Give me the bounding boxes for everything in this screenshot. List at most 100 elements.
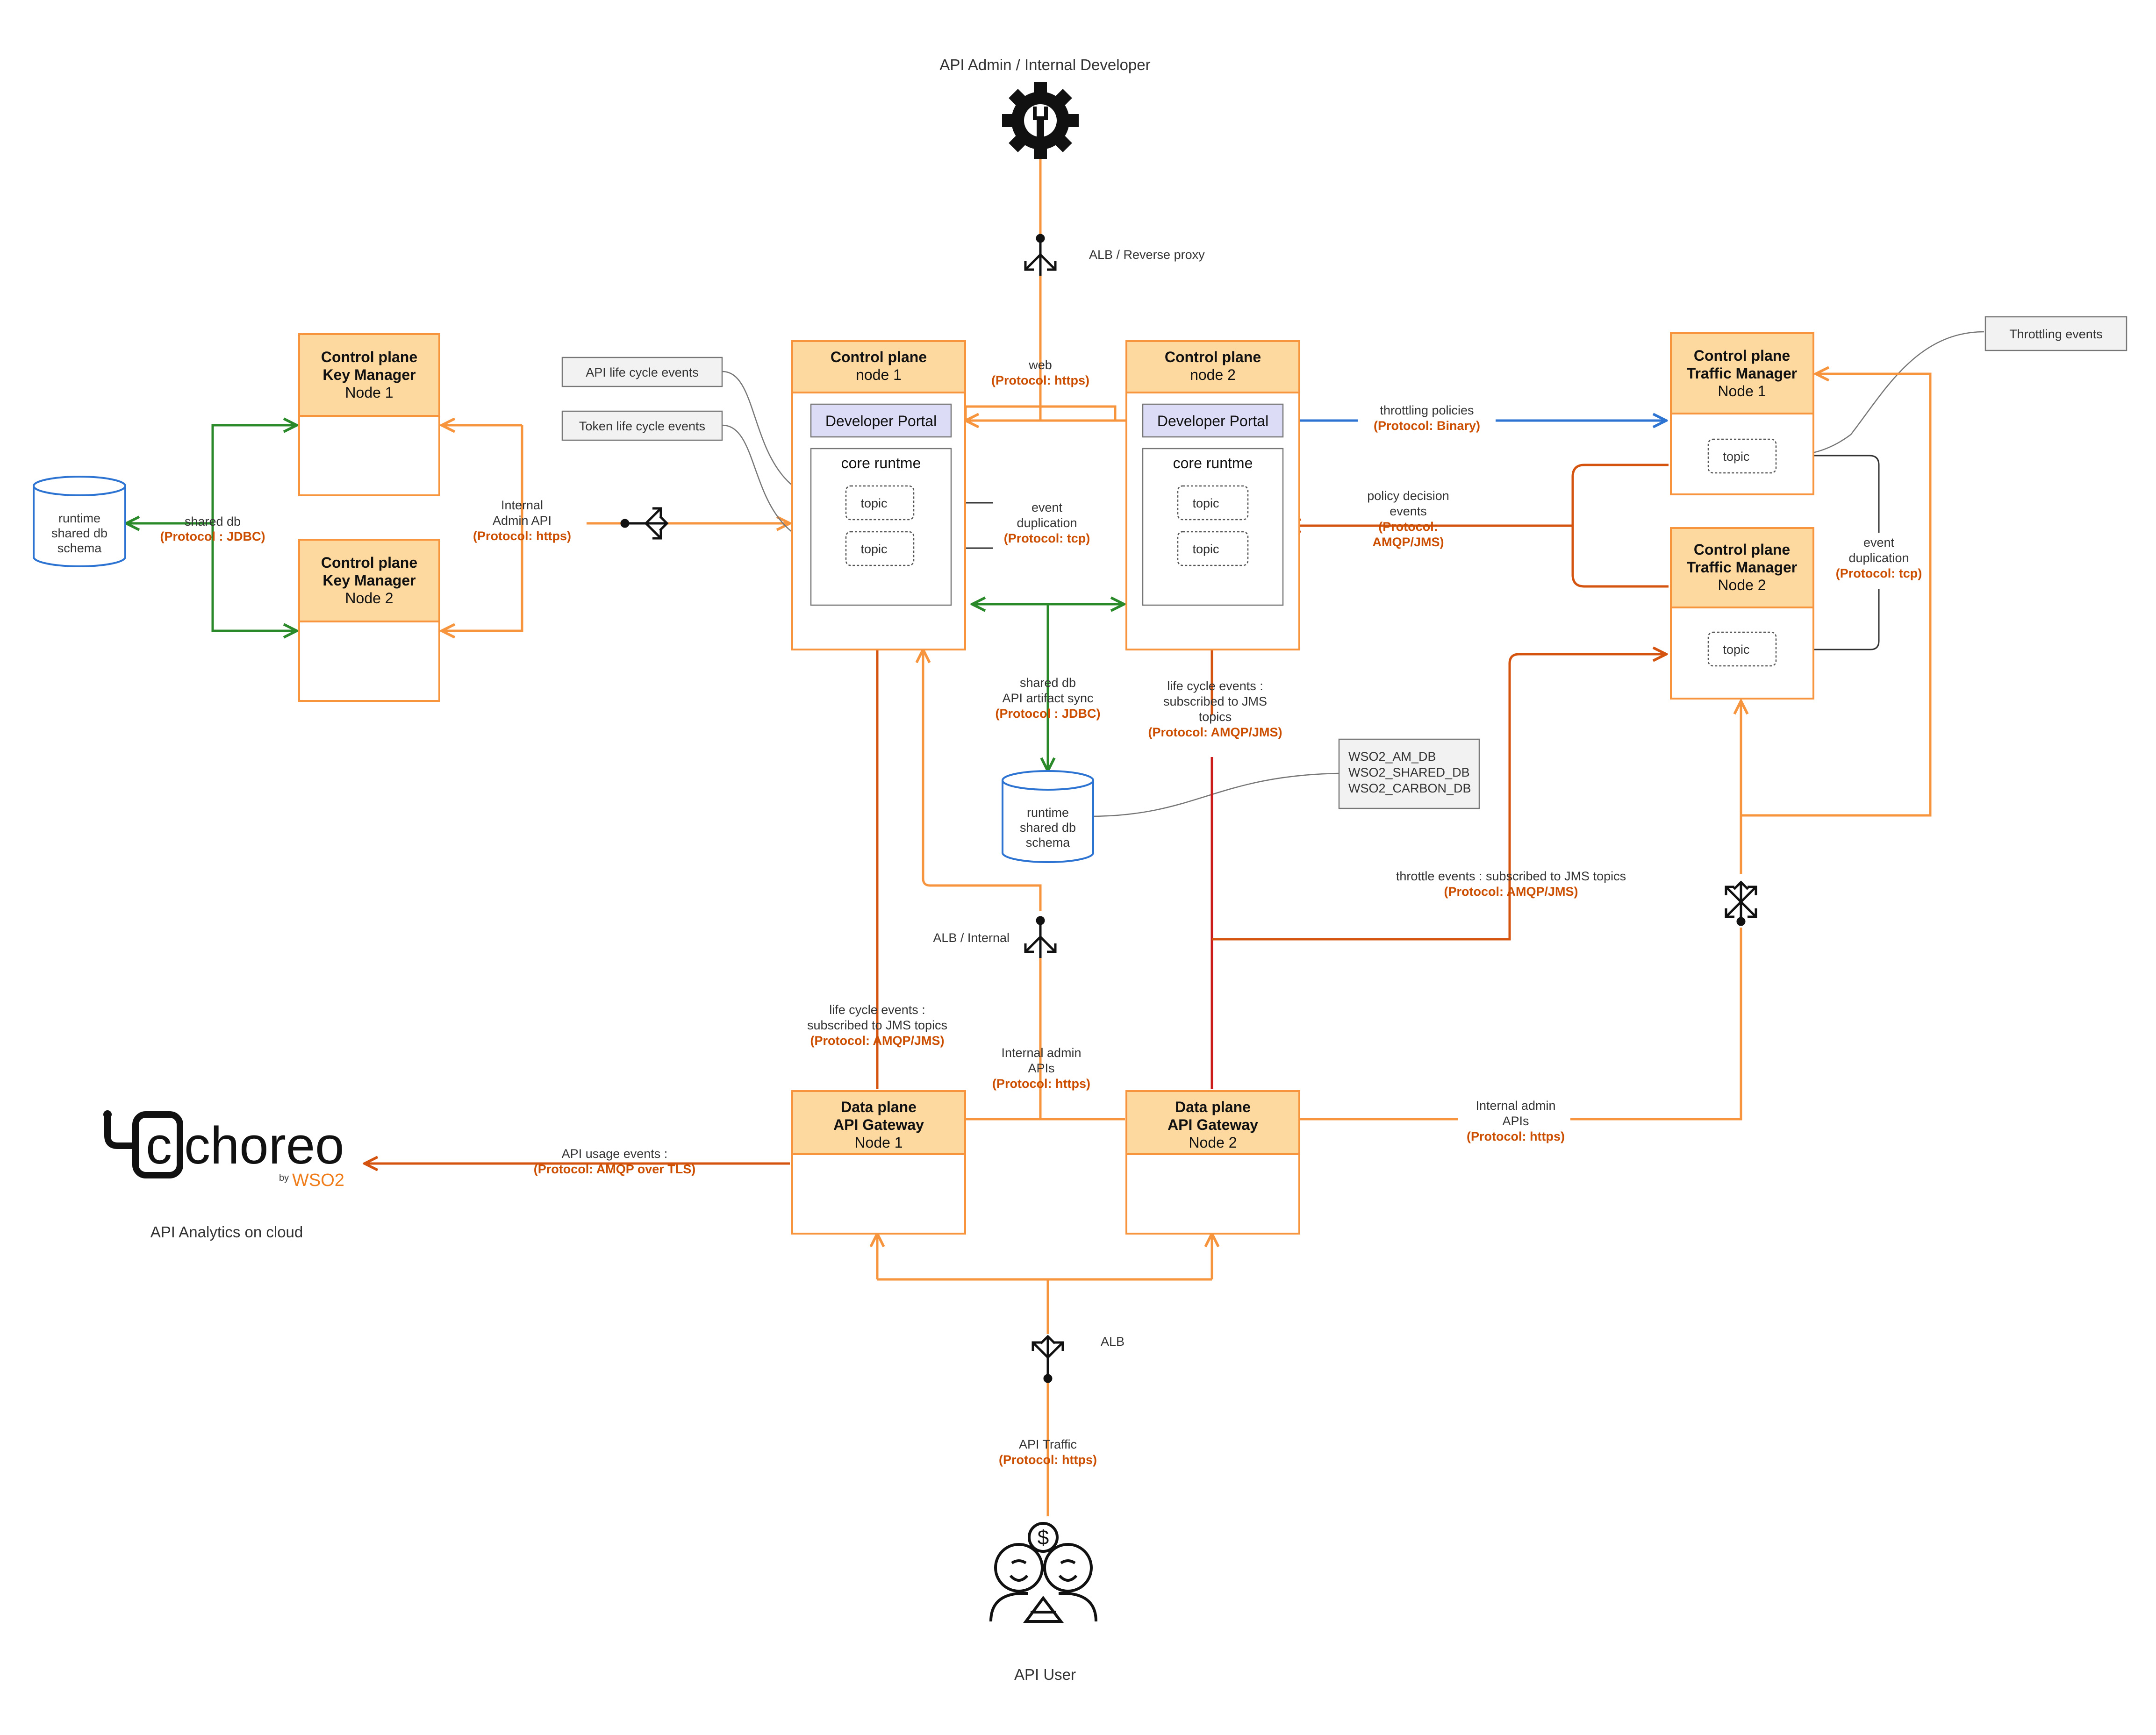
km2-title1: Control plane <box>321 554 417 571</box>
km2-title2: Key Manager <box>322 572 415 589</box>
km1-sub: Node 1 <box>345 384 393 401</box>
cp2-topic2-label: topic <box>1192 542 1219 556</box>
cp2-topic1-label: topic <box>1192 496 1219 510</box>
throttle-events-proto: (Protocol: AMQP/JMS) <box>1444 885 1578 899</box>
cp1-core-label: core runtme <box>841 455 921 471</box>
center-db-icon: runtime shared db schema <box>1002 770 1094 863</box>
db-name-1: WSO2_AM_DB <box>1348 750 1436 764</box>
tm-dup-bottom <box>1776 589 1880 650</box>
throttle-events-line <box>1212 654 1666 941</box>
gw1-title2: API Gateway <box>833 1116 924 1133</box>
alb-internal-icon <box>1024 916 1057 958</box>
admin-label: API Admin / Internal Developer <box>939 56 1150 73</box>
policy-decision-1: policy decision <box>1367 489 1449 503</box>
tm-dup-label-2: duplication <box>1848 551 1909 565</box>
cp2-portal-box[interactable] <box>1142 403 1284 438</box>
internal-admin-api-1: Internal <box>501 498 543 512</box>
api-user-label: API User <box>1014 1666 1076 1683</box>
alb-internal-label: ALB / Internal <box>933 931 1010 945</box>
center-db-line3: schema <box>1026 835 1071 850</box>
note-token-lifecycle-text: Token life cycle events <box>579 419 705 433</box>
control-plane-node1: Control plane node 1 Developer Portal co… <box>791 340 966 650</box>
internal-admin-center-2: APIs <box>1028 1061 1054 1075</box>
left-db-icon: runtime shared db schema <box>33 476 126 567</box>
lifecycle-right-3: topics <box>1199 710 1232 724</box>
cp2-core-box <box>1142 448 1284 606</box>
cp-dup-proto: (Protocol: tcp) <box>1004 531 1090 545</box>
cp1-topic1-box <box>845 485 915 521</box>
alb-admin-icon <box>620 507 669 540</box>
km1-title2: Key Manager <box>322 366 415 383</box>
policy-decision-proto-2: AMQP/JMS) <box>1372 535 1444 549</box>
web-proto: (Protocol: https) <box>991 373 1089 387</box>
policy-dec-tm1 <box>1463 464 1669 527</box>
web-right <box>1040 405 1117 421</box>
gw2-title2: API Gateway <box>1168 1116 1258 1133</box>
tm2-topic-box <box>1707 631 1777 667</box>
control-plane-node2: Control plane node 2 Developer Portal co… <box>1125 340 1300 650</box>
cp-dup-label-2: duplication <box>1017 516 1077 530</box>
center-db-line2: shared db <box>1020 821 1076 835</box>
api-usage-label: API usage events : <box>562 1147 668 1161</box>
cp1-core-box <box>810 448 952 606</box>
alb-tm-icon <box>1725 880 1757 926</box>
web-label: web <box>1028 358 1052 372</box>
internal-admin-right-2: APIs <box>1502 1114 1529 1128</box>
cp1-portal-box[interactable] <box>810 403 952 438</box>
internal-admin-api-2: Admin API <box>493 514 552 528</box>
cp2-sub: node 2 <box>1190 366 1236 383</box>
internal-admin-center-1: Internal admin <box>1001 1046 1081 1060</box>
gw1-title1: Data plane <box>841 1099 917 1115</box>
cp2-topic1-box <box>1177 485 1249 521</box>
internal-admin-center-proto: (Protocol: https) <box>992 1077 1090 1091</box>
policy-decision-proto-1: (Protocol: <box>1378 520 1438 534</box>
svg-text:$: $ <box>1038 1526 1049 1549</box>
db-name-3: WSO2_CARBON_DB <box>1348 781 1471 795</box>
traffic-manager-node2: Control plane Traffic Manager Node 2 top… <box>1670 527 1814 700</box>
tm2-title1: Control plane <box>1694 541 1790 558</box>
lifecycle-right-proto: (Protocol: AMQP/JMS) <box>1148 725 1282 739</box>
analytics-label: API Analytics on cloud <box>150 1223 303 1241</box>
gateway-node2: Data plane API Gateway Node 2 <box>1125 1090 1300 1235</box>
api-user-icon: $ <box>989 1522 1097 1623</box>
note-db-names: WSO2_AM_DB WSO2_SHARED_DB WSO2_CARBON_DB <box>1338 738 1480 809</box>
throttling-policies-proto: (Protocol: Binary) <box>1374 419 1480 433</box>
km1-title1: Control plane <box>321 349 417 365</box>
cp2-core-label: core runtme <box>1173 455 1253 471</box>
admin-gear-icon <box>1002 82 1079 159</box>
alb-label: ALB <box>1101 1335 1125 1349</box>
internal-admin-right-proto: (Protocol: https) <box>1467 1129 1565 1143</box>
shared-db-center-2: API artifact sync <box>1002 691 1093 705</box>
gw2-admin-b <box>1570 928 1742 1121</box>
tm1-title1: Control plane <box>1694 347 1790 364</box>
svg-text:c: c <box>146 1116 172 1175</box>
web-left <box>964 405 1040 421</box>
tm1-topic-box <box>1707 438 1777 474</box>
api-traffic-label: API Traffic <box>1019 1437 1077 1451</box>
tm1-title2: Traffic Manager <box>1687 365 1798 382</box>
gw2-title1: Data plane <box>1175 1099 1251 1115</box>
cp1-title: Control plane <box>831 349 927 365</box>
lifecycle-right-1: life cycle events : <box>1167 679 1263 693</box>
cp2-portal-label: Developer Portal <box>1157 413 1268 429</box>
alb-icon <box>1031 1335 1064 1383</box>
note-throttling-events: Throttling events <box>1984 316 2127 351</box>
choreo-by: by <box>279 1173 289 1183</box>
km2-db-link <box>211 523 297 631</box>
tm1-sub: Node 1 <box>1718 383 1766 400</box>
lifecycle-left-1: life cycle events : <box>829 1003 925 1017</box>
gw-internal-cp <box>923 650 1042 911</box>
policy-decision-2: events <box>1390 504 1427 518</box>
traffic-manager-node1: Control plane Traffic Manager Node 1 top… <box>1670 332 1814 495</box>
tm-dup-top <box>1776 455 1880 533</box>
policy-dec-tm2 <box>1571 526 1669 588</box>
lifecycle-right-2: subscribed to JMS <box>1163 694 1267 708</box>
tm2-title2: Traffic Manager <box>1687 559 1798 576</box>
db-name-2: WSO2_SHARED_DB <box>1348 765 1470 779</box>
shared-db-left-proto: (Protocol : JDBC) <box>160 529 265 543</box>
alb-reverse-proxy-label: ALB / Reverse proxy <box>1089 248 1205 262</box>
km2-sub: Node 2 <box>345 590 393 607</box>
cp-dup-label-1: event <box>1031 500 1063 514</box>
internal-admin-right-1: Internal admin <box>1476 1099 1555 1113</box>
